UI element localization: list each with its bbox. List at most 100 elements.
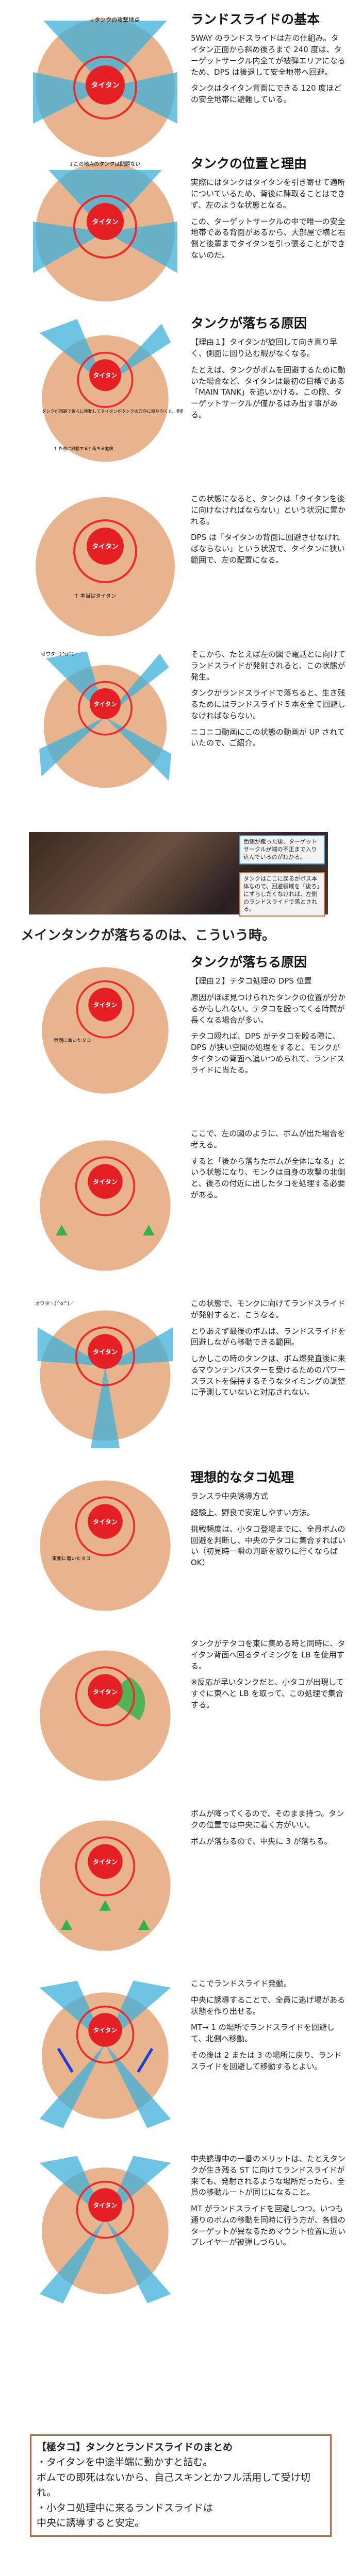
paragraph: しかしこの時のタンクは、ボム爆発直後に来るマウンテンバスターを受けるためのパワー… xyxy=(191,1354,346,1397)
target-circle xyxy=(73,195,137,259)
target-circle xyxy=(76,2180,135,2239)
arena-floor xyxy=(42,967,169,1094)
paragraph: タンクがテタコを東に集める時と同時に、タイタン背面へ回るタイミングを LB を使… xyxy=(191,1639,345,1671)
landslide-hit-diagram: タイタン オワタ＼(^o^)／ xyxy=(39,651,171,788)
boss-titan xyxy=(88,1674,123,1709)
paragraph: ランスラ中央誘導方式 xyxy=(191,1492,268,1501)
section-bomb-hold: タイタン ボムが降ってくるので、そのまま持つ。タンクの位置では中央に着く方がいい… xyxy=(0,1808,362,1973)
aoe-wedge xyxy=(43,21,167,88)
boss-label: タイタン xyxy=(93,1002,118,1009)
arena-floor xyxy=(42,335,169,462)
paragraph: テタコ殴れば、DPS がテタコを殴る際に、DPS が狭い空間の処理をすると、モン… xyxy=(191,1031,345,1075)
paragraph: その後は 2 または 3 の場所に戻り、ランドスライドを回避して移動するとよい。 xyxy=(191,2050,342,2071)
target-circle xyxy=(75,1836,136,1896)
photo-annotation: 西側が蹴った後、ターゲットサークルが端の不正まで入り込んでいるのがわかる。 xyxy=(239,835,325,865)
summary-box: 【極タコ】タンクとランドスライドのまとめ ・タイタンを中途半端に動かすと詰む。 … xyxy=(30,2434,332,2537)
boss-label: タイタン xyxy=(93,700,117,707)
paragraph: MT がランドスライドを回避しつつ、いつも通りのボムの移動を同時に行う方が、各個… xyxy=(191,2204,346,2247)
section-landslide-center: タイタン ここでランドスライド発動。 中央に誘導することで、全員に逃げ場がある状… xyxy=(0,1978,362,2148)
section-tank-back-required: タイタン ↑ 本当はタイタン この状態になると、タンクは「タイタンを後に向けなけ… xyxy=(0,489,362,644)
arena-floor xyxy=(40,1480,171,1611)
section-center-merit: タイタン 中央誘導中の一番のメリットは、たとえタンクが生き残る ST に向けてラ… xyxy=(0,2154,362,2324)
paragraph: そこから、たとえば左の図で電話とに向けてランドスライドが発射されると、この状態が… xyxy=(191,650,346,682)
section-landslide-basics: タイタン ↓タンクの攻撃地点 ランドスライドの基本 5WAY のランドスライドは… xyxy=(0,10,362,157)
boss-titan xyxy=(89,359,121,392)
section-text: ランドスライドの基本 5WAY のランドスライドは左の仕組み。タイタン正面から斜… xyxy=(191,10,345,111)
section-text: そこから、たとえば左の図で電話とに向けてランドスライドが発射されると、この状態が… xyxy=(191,649,345,754)
boss-titan xyxy=(88,1844,123,1879)
section-text: ここで、左の図のように、ボムが出た場合を考える。 すると「後から落ちたボムが全体… xyxy=(191,1128,345,1206)
target-circle xyxy=(73,519,137,583)
section-heading: タンクが落ちる原因 xyxy=(191,316,307,331)
paragraph: 【理由２】テタコ処理の DPS 位置 xyxy=(191,976,312,986)
target-circle xyxy=(75,1326,136,1386)
arena-floor xyxy=(40,1820,171,1951)
target-circle xyxy=(78,681,133,736)
target-circle xyxy=(76,980,135,1039)
arena-floor xyxy=(40,1650,171,1781)
landslide-monk-diagram: タイタン オワタ＼(^o^)／ xyxy=(35,1301,173,1448)
paragraph: たとえば、タンクがボムを回避するために動いた場合など、タイタンは最初の目標である… xyxy=(191,365,346,419)
aoe-wedge xyxy=(90,1366,120,1448)
note: タンクが回避で後ろに移動してタイタンがタンクの方向に振り向くと、側面へ回り込む暇… xyxy=(42,409,183,414)
section-tank-fall-cause-2: タイタン 東側に着いたタコ タンクが落ちる原因 【理由２】テタコ処理の DPS … xyxy=(0,953,362,1123)
paragraph: とりあえず最後のボムは、ランドスライドを回避しながら移動できる範囲。 xyxy=(191,1326,346,1347)
section-tank-position: タイタン ↓この地点のタンクは問題ない タンクの位置と理由 実際にはタンクはタイ… xyxy=(0,155,362,309)
aoe-wedge xyxy=(39,319,105,385)
tank-fall-diagram: タイタン タンクが回避で後ろに移動してタイタンがタンクの方向に振り向くと、側面へ… xyxy=(39,319,183,462)
section-text: 中央誘導中の一番のメリットは、たとえタンクが生き残る ST に向けてランドスライ… xyxy=(191,2154,345,2253)
aoe-wedge xyxy=(37,1327,105,1366)
target-circle xyxy=(77,351,134,408)
aoe-wedge xyxy=(105,653,169,718)
summary-line: ・タイタンを中途半端に動かすと詰む。 xyxy=(37,2456,213,2468)
tank-position-diagram: タイタン ↓この地点のタンクは問題ない xyxy=(33,161,177,301)
note: ↑ 本当はタイタン xyxy=(74,592,116,599)
section-landslide-hit: タイタン オワタ＼(^o^)／ そこから、たとえば左の図で電話とに向けてランドス… xyxy=(0,649,362,824)
boss-label: タイタン xyxy=(93,1518,118,1526)
aoe-wedge xyxy=(39,2219,105,2303)
boss-label: タイタン xyxy=(91,81,119,90)
paragraph: 挑戦頻度は、小タコ登場までに、全員ボムの回避を判断し、中央のテタコに集合すればい… xyxy=(191,1524,346,1567)
boss-titan xyxy=(88,2013,122,2047)
summary-title: 【極タコ】タンクとランドスライドのまとめ xyxy=(37,2442,233,2453)
target-circle xyxy=(75,1496,136,1556)
target-circle xyxy=(75,1666,136,1726)
photo-annotation: タンクはここに戻るがボス本体なので、回避領域を「後ろ」にずらしたくなければ、左側… xyxy=(239,872,325,917)
boss-titan xyxy=(86,65,125,105)
note: 東側に着いたタコ xyxy=(54,1038,91,1044)
aoe-wedge xyxy=(39,2044,105,2128)
paragraph: 【理由１】タイタンが旋回して向き直り早く、側面に回り込む暇がなくなる。 xyxy=(191,337,337,358)
paragraph: 経験上、野良で安定しやすい方法。 xyxy=(191,1508,315,1517)
boss-label: タイタン xyxy=(92,218,118,226)
paragraph: 実際にはタンクはタイタンを引き寄せて適所についているため、背後に陣取ることはでき… xyxy=(191,178,345,210)
boss-titan xyxy=(87,203,124,240)
paragraph: DPS は「タイタンの背面に回避させなければならない」という状況で、タイタンに狭… xyxy=(191,533,345,565)
aoe-wedge xyxy=(33,222,105,273)
boss-titan xyxy=(88,2188,122,2222)
boss-label: タイタン xyxy=(93,2202,118,2209)
paragraph: ボムが降ってくるので、そのまま持つ。タンクの位置では中央に着く方がいい。 xyxy=(191,1809,344,1829)
paragraph: 中央誘導中の一番のメリットは、たとえタンクが生き残る ST に向けてランドスライ… xyxy=(191,2154,346,2197)
summary-line: ・小タコ処理中に来るランドスライドは xyxy=(37,2502,213,2514)
paragraph: ここで、左の図のように、ボムが出た場合を考える。 xyxy=(191,1129,345,1149)
boss-label: タイタン xyxy=(92,543,118,551)
paragraph: ここでランドスライド発動。 xyxy=(191,1979,292,1988)
aoe-wedge xyxy=(105,1327,173,1366)
note: ↓タンクの攻撃地点 xyxy=(90,16,140,23)
bomb-marker xyxy=(56,1225,68,1236)
paragraph: タンクはタイタン背面にできる 120 度ほどの安全地帯に避難している。 xyxy=(191,83,342,104)
paragraph: この状態で、モンクに向けてランドスライドが発射すると、こうなる。 xyxy=(191,1299,345,1319)
aoe-wedge xyxy=(48,170,162,232)
aoe-wedge xyxy=(105,717,171,781)
lb-area xyxy=(105,1677,145,1721)
note: ↓この地点のタンクは問題ない xyxy=(69,161,140,167)
bomb-hold-diagram: タイタン xyxy=(40,1820,171,1951)
arena-floor xyxy=(43,665,167,788)
aoe-wedge xyxy=(105,2219,171,2303)
target-circle xyxy=(76,2005,135,2064)
section-heading: タンクが落ちる原因 xyxy=(191,955,307,970)
section-text: 理想的なタコ処理 ランスラ中央誘導方式 経験上、野良で安定しやすい方法。 挑戦頻… xyxy=(191,1468,345,1574)
bomb-marker xyxy=(99,1900,111,1911)
move-arrow xyxy=(57,2047,74,2073)
paragraph: タンクがランドスライドで落ちると、生き残るためにはランドスライド５本を全て回避し… xyxy=(191,688,346,720)
